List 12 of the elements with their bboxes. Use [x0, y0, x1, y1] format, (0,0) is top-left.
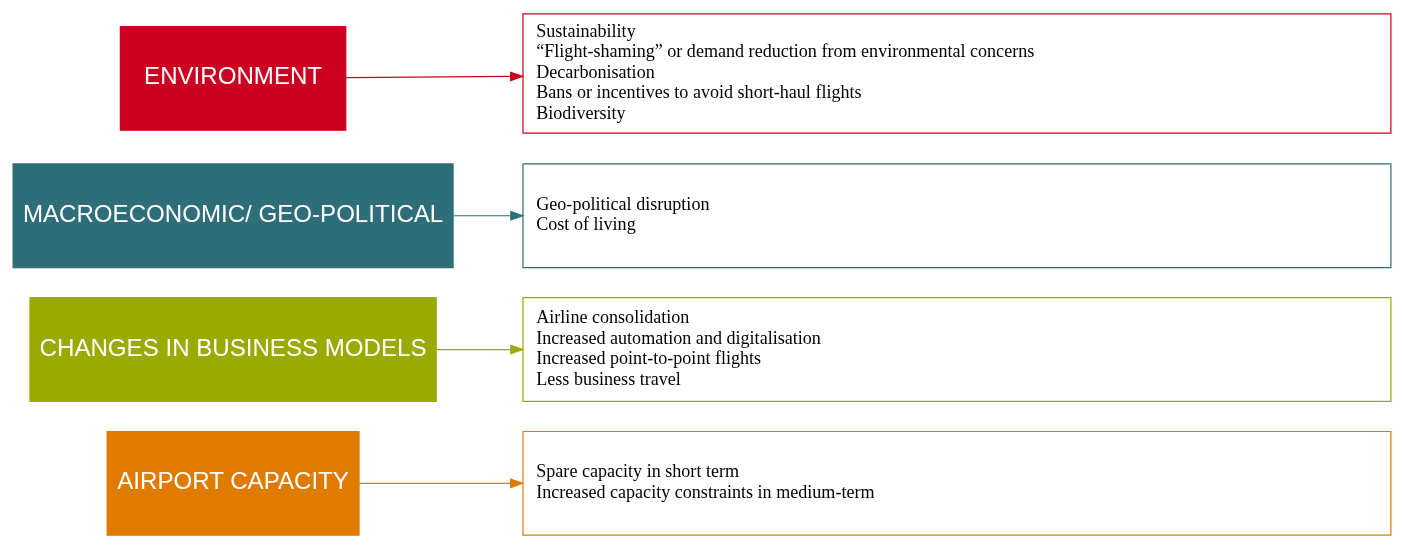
node-box: ENVIRONMENT	[119, 25, 347, 131]
node-box: Spare capacity in short term Increased capacity constraints in medium-term	[522, 430, 1392, 536]
node-box: AIRPORT CAPACITY	[106, 430, 360, 536]
node-box: Geo-political disruption Cost of living	[522, 163, 1392, 269]
arrow	[435, 344, 525, 355]
arrow	[345, 71, 525, 82]
node-box: CHANGES IN BUSINESS MODELS	[29, 297, 437, 402]
arrow	[452, 210, 525, 221]
node-box: Airline consolidation Increased automation and digitalisation Increased point-to-point flights Less business travel	[522, 297, 1392, 402]
arrow	[358, 478, 525, 489]
node-box: MACROECONOMIC/ GEO-POLITICAL	[12, 163, 454, 269]
node-box: Sustainability “Flight-shaming” or demand reduction from environmental concerns Decarbonisation Bans or incentives to avoid short-haul flights Biodiversity	[522, 13, 1392, 134]
